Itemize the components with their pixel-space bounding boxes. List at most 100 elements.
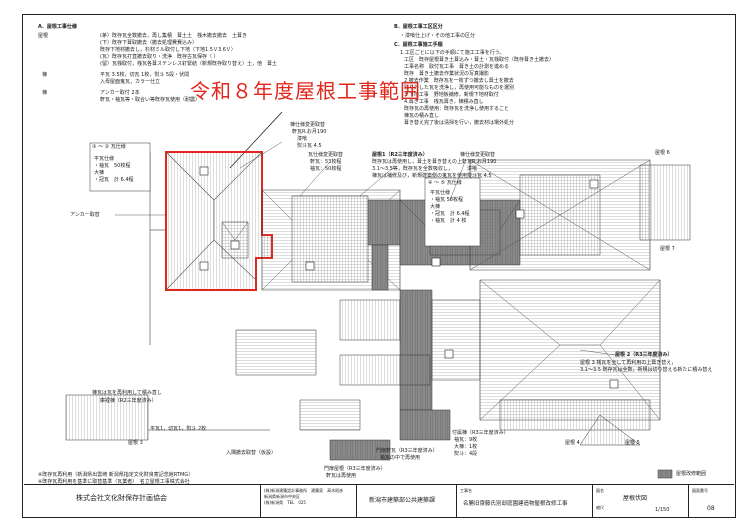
scale-value: 1/150 <box>655 507 670 513</box>
spec-c-line-7: 3.下地工事 野地板補修，新規下地材取付 <box>404 92 499 98</box>
note-1: ※既存瓦再利用（新潟県出雲崎 新潟県指定文化財良寛記念館RTMG） <box>38 472 194 478</box>
spec-c-line-3: 工事名称 取付瓦工事 葺き土の計測を進める <box>404 64 510 70</box>
bottom-line-2: 屋根 3 <box>128 440 143 446</box>
roof-change2-1: 軒瓦R.お月190 <box>462 159 497 165</box>
tile-change-1: 軒瓦：53枚程 <box>310 159 342 165</box>
bldg2-line-2: 3.1〜3.5 既存瓦は全数，新規は切り替える新たに積み替え <box>580 367 713 373</box>
area4-label: ④ ～ ⑤ 瓦仕様 <box>428 180 462 186</box>
center-roof <box>261 189 401 291</box>
tb-client-cell: 新潟市建築部公共建築課 <box>356 485 456 517</box>
drawing-name: 屋根伏図 <box>623 495 648 502</box>
spec-a-line-3: 既存下地材撤去し，杉材ミル取付し下地（下地1.5Ｖ3.6Ｖ） <box>100 47 236 53</box>
spec-box-4-5 <box>424 177 481 247</box>
left-area-label: ③ ～ ③ 瓦仕様 <box>92 144 126 150</box>
spec-c-line-1: 1.工区ごとに以下の手順にて施工工事を行う。 <box>400 50 505 56</box>
roof-change-1: 軒瓦R.お月190 <box>292 129 327 135</box>
roof-change-label: 棟仕様変更取替 <box>290 122 326 128</box>
spec-c-line-11: 葺き替え完了後は清掃を行い，撤去材は場外処分 <box>404 120 515 126</box>
bldg1-line-3: 棟瓦は補修及び，新規建築側の鬼瓦を使用 <box>372 173 468 179</box>
spec-b-line: ・漆喰仕上げ・その他工事の区分 <box>400 33 476 39</box>
bldg2-label: 屋根 2（R3三年度済み） <box>615 352 673 358</box>
gate-eave-label: 門扉屋根（R3三年度済み） <box>324 466 386 472</box>
spec-c-line-2: 工区 既存屋根葺き土葺込み・葺土・瓦桟取付（既存葺き土撤去） <box>404 57 555 63</box>
legend-label: 屋根改修範囲 <box>676 471 707 477</box>
roof-label: 屋根 <box>38 33 49 39</box>
project-name: 名勝旧齋藤氏別邸庭園建造物屋根改修工事 <box>463 501 568 507</box>
roof6-label: 屋根 6 <box>655 150 670 156</box>
roof-change-3: 熨斗瓦 4.5 <box>292 143 322 149</box>
anchor-line-1: アンカー取付 2本 <box>100 90 140 96</box>
scale-label: 縮尺 <box>596 505 604 510</box>
left-spec-4: ・冠瓦 計 6.4程 <box>94 177 134 183</box>
red-scope-roof <box>165 151 273 291</box>
roof5-label: 屋根 5 <box>625 440 640 446</box>
spec-a-line-1: (茅）既存瓦全数撤去，再し集積 葺土土 桟木撤去撤去 土葺き <box>100 33 247 39</box>
annex-eave-label: 付属棟（R3三年度済み） <box>452 430 509 436</box>
client-name: 新潟市建築部公共建築課 <box>369 497 436 504</box>
roof-change2-label: 棟仕様変更取替 <box>460 152 496 158</box>
anchor-label: 棟 <box>42 90 48 96</box>
sheet-number: 08 <box>707 505 715 512</box>
spec-box-left <box>89 142 151 192</box>
right-roofs <box>469 159 691 271</box>
project-label: 工事名 <box>460 488 472 493</box>
tb-sheet-cell: 図面番号 08 <box>688 485 734 517</box>
org-name: 株式会社文化財保存計画協会 <box>76 494 167 502</box>
tb-office-cell: (株)新潟建築設計事務所 建築家 高木昭彦 新潟県新潟市中央区 (株)新潟県 T… <box>260 485 356 517</box>
bldg2-line-1: 屋根 3 桟瓦を全して再利用の上葺き替え， <box>580 360 677 366</box>
anchor-take-label: アンカー取替 <box>70 212 100 218</box>
spec-header-a: A．屋根工事仕様 <box>38 24 77 30</box>
area4-5: ・袖瓦 計 4 枚 <box>430 218 467 224</box>
annex-line-2: 大棟：1枚 <box>454 444 478 450</box>
anchor-line-2: 軒瓦・袖瓦等・取合い等既存瓦使用（耐震） <box>100 97 201 103</box>
left-spec-1: 平瓦仕様 <box>94 156 115 162</box>
spec-c-line-6: 取り外した瓦を洗浄し，再使用可能なものを選別 <box>404 85 515 91</box>
spec-a-line-5: (留）瓦桟取付，桟瓦各葺ステンレス釘緊結（新規既存取り替え）土，他 葺土 <box>100 61 277 67</box>
legend-swatch <box>657 469 673 479</box>
wall-line-1: 平瓦 3.5枚，切瓦 1枚，熨斗 5段・伏間 <box>100 72 190 78</box>
annex-line-1: 袖瓦：9枚 <box>454 437 478 443</box>
area4-4: ・冠瓦 計 6.4程 <box>430 211 470 217</box>
tb-drawing-cell: 図名 屋根伏図 縮尺 1/150 <box>592 485 688 517</box>
office-line-3: (株)新潟県 TEL 025 <box>264 500 306 505</box>
roof-change-2: 漆喰 <box>292 136 308 142</box>
roof4-label: 屋根 4 <box>565 440 580 446</box>
roof-change2-3: 熨斗瓦 4.5 <box>462 173 492 179</box>
spec-a-line-2: (下）既存下葺取撤去（撤去処理費費込み） <box>100 40 197 46</box>
tile-change-label: 瓦仕様変更取替 <box>308 152 344 158</box>
roof7-label: 屋根 7 <box>660 246 675 252</box>
work-scope-title: 令和８年度屋根工事範囲 <box>190 79 421 103</box>
tb-project-cell: 工事名 名勝旧齋藤氏別邸庭園建造物屋根改修工事 <box>456 485 592 517</box>
spec-c-line-5: 2.撤去作業 既存瓦を一枚ずつ撤去し葺土を撤去 <box>404 78 514 84</box>
bldg1-line-2: 3.1〜3.5等，既存瓦を全数吸収し， <box>372 166 453 172</box>
title-block: 株式会社文化財保存計画協会 (株)新潟建築設計事務所 建築家 高木昭彦 新潟県新… <box>24 484 734 517</box>
office-line-1: (株)新潟建築設計事務所 建築家 高木昭彦 <box>264 488 344 493</box>
left-spec-3: 大棟 <box>94 170 105 176</box>
lower-right-roofs <box>479 279 661 446</box>
annex-line-3: 熨斗：4段 <box>454 451 478 457</box>
drawing-label: 図名 <box>596 488 604 493</box>
bottom-line-1: 平瓦1，切瓦1，熨斗 2枚 <box>150 426 207 432</box>
corridor-roof <box>339 289 481 411</box>
wall-line-2: 入母屋面鬼瓦，カラー仕立 <box>100 79 161 85</box>
spec-header-c: C．屋根工事施工手順 <box>394 42 443 48</box>
spec-a-line-4: (瓦）既存瓦打直撤去取り・洗浄 既存古瓦保存（ ） <box>100 54 219 60</box>
spec-c-line-10: 棟瓦の積み直し <box>404 113 440 119</box>
small-eave-line: 袖瓦の中で再使用 <box>380 455 421 461</box>
sheet-border <box>22 14 736 518</box>
spec-c-line-4: 既存 葺き土撤去作業状況の写真撮影 <box>404 71 490 77</box>
bottom-line-3: 入隅撤去取替（仮設） <box>226 450 277 456</box>
area4-3: 大棟 <box>430 204 441 210</box>
bldg1-label: 屋根1（R2三年度済み） <box>372 152 428 158</box>
spec-c-line-9: 既存瓦の再使用：既存瓦を洗浄し使用すること <box>404 106 510 112</box>
small-eave-label: 門扉軒瓦（R3三年度済み） <box>376 448 438 454</box>
left-spec-2: ・袖瓦 50枚程 <box>94 163 131 169</box>
sheet-label: 図面番号 <box>692 488 708 493</box>
main-eave-line: 棟瓦は瓦を再利用して積み直し <box>92 390 162 396</box>
tb-org-cell: 株式会社文化財保存計画協会 <box>24 485 260 517</box>
roof-change2-2: 漆喰 <box>462 166 478 172</box>
note-2: ※既存瓦再利用を基準に取替基準（瓦業者） 名立屋根工事株式会社 <box>38 479 190 485</box>
office-line-2: 新潟県新潟市中央区 <box>264 494 300 499</box>
wall-label: 棟 <box>42 72 48 78</box>
